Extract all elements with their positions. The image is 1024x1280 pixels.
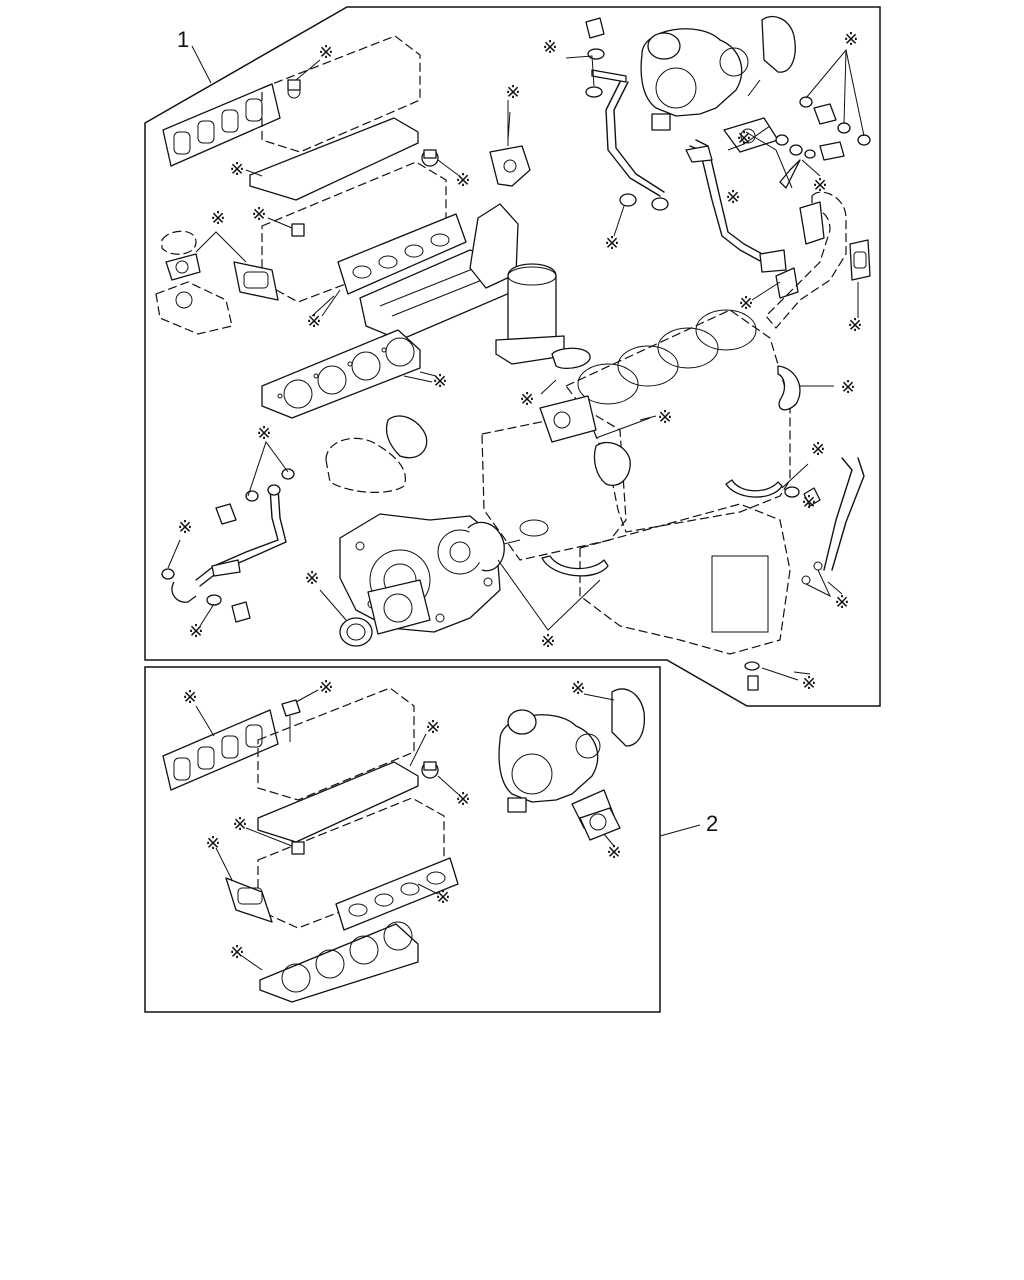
oil-pan-outline: [579, 503, 791, 655]
top-leaders: [311, 111, 843, 675]
kit2-cover-nut: [281, 689, 319, 742]
callout-1-label: 1: [177, 27, 189, 52]
front-cover-gasket: [367, 579, 431, 635]
kit2-valve-seal: [291, 841, 305, 855]
kit-1-frame: [144, 6, 881, 707]
top-marker-22: ※: [801, 492, 816, 512]
drain-bolt-group: [784, 486, 821, 507]
top-marker-27: ※: [834, 592, 849, 612]
reference-markers-top: ※ ※ ※ ※ ※ ※ ※ ※ ※ ※ ※ ※ ※ ※ ※ ※ ※ ※ ※ ※ ※ ※ ※ ※ ※ ※ ※ ※: [177, 29, 862, 693]
kit-2-frame: [144, 666, 661, 1013]
bottom-marker-9: ※: [229, 942, 244, 962]
top-marker-17: ※: [736, 128, 751, 148]
bottom-marker-10: ※: [606, 842, 621, 862]
top-marker-20: ※: [256, 423, 271, 443]
top-marker-15: ※: [847, 315, 862, 335]
top-marker-14: ※: [738, 293, 753, 313]
main-bearing-lower: [725, 479, 783, 498]
top-marker-23: ※: [177, 517, 192, 537]
bottom-marker-1: ※: [318, 677, 333, 697]
kit2-head-cover-outline: [257, 687, 415, 801]
kit2-side-gasket: [215, 847, 273, 923]
turbo-fittings-right: [745, 48, 871, 189]
bottom-marker-5: ※: [455, 789, 470, 809]
top-marker-5: ※: [455, 170, 470, 190]
bottom-marker-8: ※: [435, 887, 450, 907]
top-marker-16: ※: [812, 175, 827, 195]
oil-pipe-left: [195, 484, 287, 587]
top-marker-28: ※: [801, 673, 816, 693]
rear-oil-seal: [777, 365, 801, 411]
top-marker-2: ※: [542, 37, 557, 57]
kit2-exhaust-manifold-gasket: [162, 705, 279, 791]
oil-drain-plug: [744, 661, 799, 691]
kit2-turbo-gaskets: [571, 688, 646, 847]
bottom-marker-3: ※: [425, 717, 440, 737]
callout-2-label: 2: [706, 811, 718, 836]
front-plate-gasket-outline: [325, 437, 406, 493]
top-marker-6: ※: [505, 82, 520, 102]
callout-1: 1: [177, 27, 212, 84]
exhaust-manifold-gasket: [162, 83, 281, 167]
cylinder-head-gasket: [261, 329, 433, 419]
timing-gear-case-gasket: [539, 395, 651, 486]
top-marker-10: ※: [432, 371, 447, 391]
kit2-cylinder-head-gasket: [241, 921, 419, 1003]
top-marker-7: ※: [210, 208, 225, 228]
front-plate-gasket: [385, 415, 428, 459]
kit2-intake-manifold-gasket: [335, 857, 459, 931]
turbocharger: [640, 28, 749, 131]
turbo-bolts: [565, 17, 627, 98]
turbo-oil-pipe: [605, 81, 669, 211]
bottom-marker-6: ※: [232, 814, 247, 834]
cylinder-block-outline: [565, 309, 791, 533]
top-marker-13: ※: [840, 377, 855, 397]
top-marker-8: ※: [251, 204, 266, 224]
top-marker-4: ※: [229, 159, 244, 179]
turbo-return-pipe: [685, 139, 799, 299]
top-marker-12: ※: [657, 407, 672, 427]
water-hose: [765, 191, 871, 329]
top-marker-3: ※: [843, 29, 858, 49]
intake-manifold-gasket: [337, 213, 467, 295]
valve-stem-seal: [291, 223, 305, 237]
callout-2: 2: [659, 811, 718, 837]
oil-filler-cap: [421, 149, 459, 176]
bottom-marker-2: ※: [182, 687, 197, 707]
front-oil-seal: [319, 589, 373, 647]
oil-dipstick-guide: [823, 457, 853, 571]
top-marker-11: ※: [519, 389, 534, 409]
top-marker-18: ※: [725, 187, 740, 207]
head-cover-gasket: [249, 117, 419, 201]
kit2-head-cover-gasket: [257, 761, 419, 843]
top-marker-26: ※: [540, 631, 555, 651]
bottom-marker-4: ※: [570, 678, 585, 698]
water-pump-gaskets: [155, 230, 279, 335]
oil-filter-gasket: [551, 347, 591, 370]
kit2-filler-cap: [421, 761, 459, 795]
kit2-turbocharger: [498, 709, 601, 813]
cover-nut-seal: [287, 79, 301, 91]
bearing-half-lower: [541, 555, 609, 577]
gear-case-outline: [481, 411, 627, 561]
top-marker-25: ※: [304, 568, 319, 588]
top-marker-9: ※: [306, 311, 321, 331]
reference-markers-bottom: ※ ※ ※ ※ ※ ※ ※ ※ ※ ※: [182, 677, 621, 962]
top-marker-1: ※: [318, 42, 333, 62]
top-marker-24: ※: [188, 621, 203, 641]
bottom-marker-7: ※: [205, 833, 220, 853]
top-marker-21: ※: [810, 439, 825, 459]
oil-pipe-fittings-left: [161, 440, 295, 627]
top-marker-19: ※: [604, 233, 619, 253]
oil-filter: [495, 263, 565, 365]
